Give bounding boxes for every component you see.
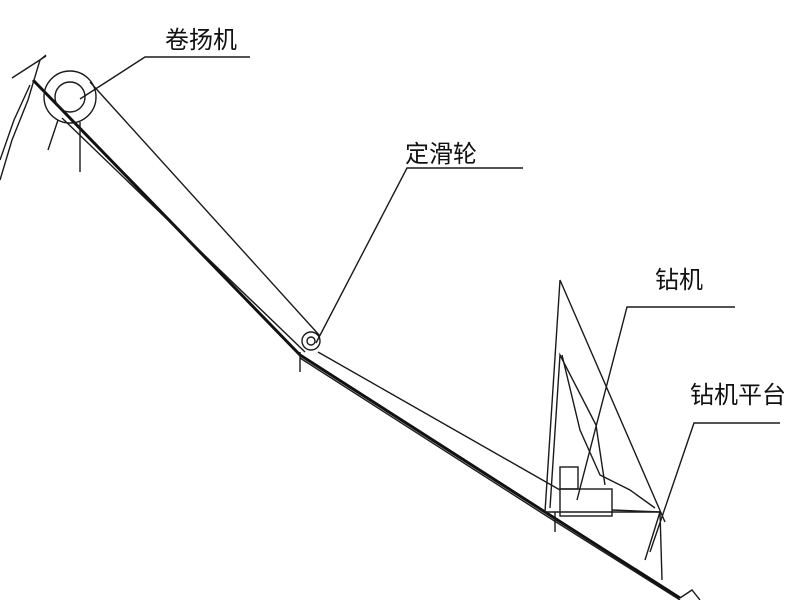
- winch: [43, 70, 97, 172]
- label-fixed-pulley: 定滑轮: [405, 140, 477, 168]
- label-drill: 钻机: [655, 266, 703, 294]
- fixed-pulley: [299, 331, 321, 372]
- label-winch: 卷扬机: [165, 26, 237, 54]
- label-drill-platform: 钻机平台: [690, 381, 786, 409]
- upper-ridge-lines: [0, 54, 47, 181]
- cable-lower: [317, 351, 561, 491]
- cable-upper: [61, 81, 321, 353]
- drill-rig: [544, 279, 666, 532]
- slope-ground: [31, 78, 701, 600]
- drill-platform: [545, 511, 663, 581]
- leader-lines: [79, 56, 780, 553]
